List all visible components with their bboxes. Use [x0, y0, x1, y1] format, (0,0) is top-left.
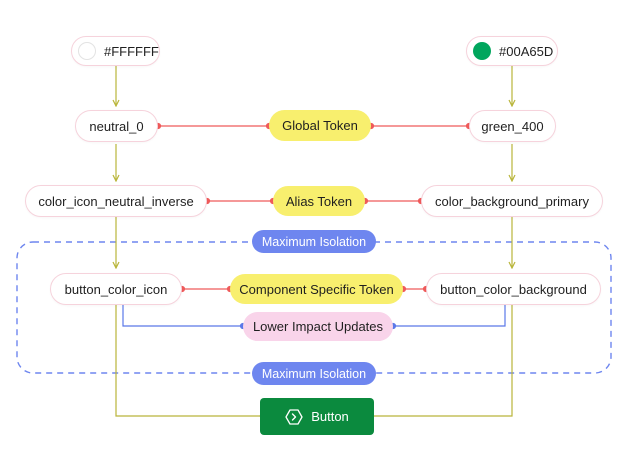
color-icon-neutral-inverse-label: color_icon_neutral_inverse — [38, 193, 194, 209]
alias-token-color-background-primary: color_background_primary — [421, 185, 603, 217]
neutral-0-label: neutral_0 — [89, 118, 144, 134]
hexagon-chevron-icon — [285, 408, 303, 426]
component-token-button-color-background: button_color_background — [426, 273, 601, 305]
maximum-isolation-bottom-tag: Maximum Isolation — [252, 362, 376, 385]
button-preview[interactable]: Button — [260, 398, 374, 435]
olive-arrows — [116, 66, 512, 417]
alias-token-color-icon-neutral-inverse: color_icon_neutral_inverse — [25, 185, 207, 217]
color-background-primary-label: color_background_primary — [435, 193, 589, 209]
button-label: Button — [311, 409, 349, 424]
green-swatch-icon — [473, 42, 491, 60]
color-node-white: #FFFFFF — [71, 36, 160, 66]
maximum-isolation-top-tag: Maximum Isolation — [252, 230, 376, 253]
hex-white-label: #FFFFFF — [104, 43, 159, 59]
hex-green-label: #00A65D — [499, 43, 554, 59]
green-400-label: green_400 — [481, 118, 544, 134]
color-node-green: #00A65D — [466, 36, 558, 66]
button-color-background-label: button_color_background — [440, 281, 587, 297]
component-specific-token-tag: Component Specific Token — [230, 274, 403, 304]
isolation-boundary — [16, 241, 612, 374]
alias-token-tag: Alias Token — [273, 186, 365, 216]
global-token-neutral-0: neutral_0 — [75, 110, 158, 142]
component-token-button-color-icon: button_color_icon — [50, 273, 182, 305]
lower-impact-updates-tag: Lower Impact Updates — [243, 312, 393, 341]
global-token-tag: Global Token — [269, 110, 371, 141]
global-token-green-400: green_400 — [469, 110, 556, 142]
button-color-icon-label: button_color_icon — [64, 281, 168, 297]
white-swatch-icon — [78, 42, 96, 60]
